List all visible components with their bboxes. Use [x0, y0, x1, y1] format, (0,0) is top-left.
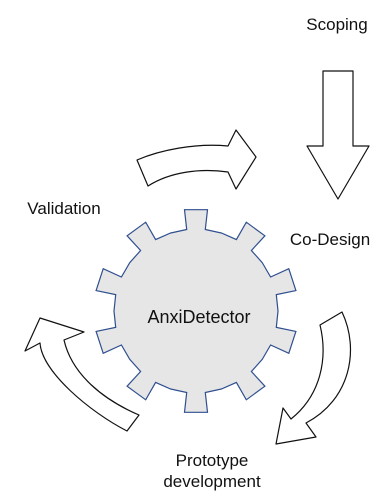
arrow-right-curved: [275, 311, 352, 445]
arrow-top-curved: [136, 129, 257, 190]
stage-label-validation: Validation: [27, 199, 100, 218]
stage-label-prototype-line2: development: [163, 472, 261, 491]
arrow-left-curved: [24, 317, 140, 432]
stage-label-scoping: Scoping: [306, 15, 367, 34]
gear-icon: [95, 209, 297, 413]
stage-label-prototype-line1: Prototype: [176, 451, 249, 470]
arrow-down-straight: [306, 70, 370, 200]
stage-label-co-design: Co-Design: [290, 230, 370, 249]
center-label: AnxiDetector: [147, 307, 250, 327]
